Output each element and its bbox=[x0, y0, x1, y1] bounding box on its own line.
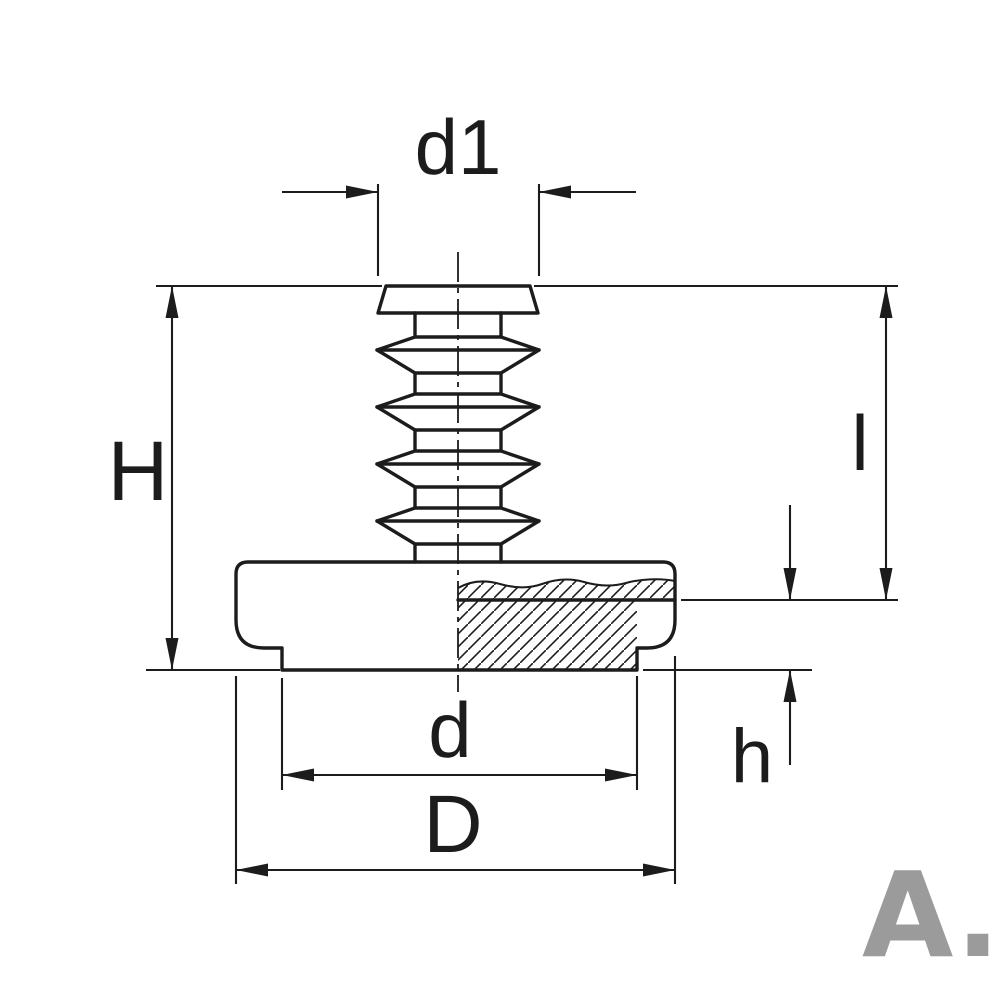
watermark-logo: A. bbox=[862, 846, 1000, 984]
arrowhead bbox=[643, 863, 675, 877]
arrowhead bbox=[879, 568, 893, 600]
dim-label-D: D bbox=[423, 779, 482, 870]
arrowhead bbox=[539, 185, 571, 199]
arrowhead bbox=[282, 768, 314, 782]
dimension-h: h bbox=[643, 505, 812, 799]
dim-label-d1: d1 bbox=[415, 103, 502, 191]
dim-label-l: l bbox=[851, 399, 868, 487]
arrowhead bbox=[165, 286, 179, 318]
arrowhead bbox=[236, 863, 268, 877]
section-hatching bbox=[458, 579, 675, 670]
dim-label-d: d bbox=[428, 686, 471, 774]
dimension-l: l bbox=[534, 284, 898, 602]
arrowhead bbox=[165, 638, 179, 670]
arrowhead bbox=[346, 185, 378, 199]
dim-label-h: h bbox=[731, 714, 773, 799]
break-out-line bbox=[457, 578, 676, 589]
arrowhead bbox=[879, 286, 893, 318]
dim-label-H: H bbox=[108, 424, 169, 518]
arrowhead bbox=[605, 768, 637, 782]
dimension-d: d bbox=[280, 676, 639, 790]
pad-section-hatch bbox=[458, 600, 637, 670]
base-flange-outline bbox=[234, 560, 677, 672]
dimension-D: D bbox=[234, 656, 677, 884]
arrowhead bbox=[783, 568, 797, 600]
arrowhead bbox=[783, 670, 797, 702]
dimension-d1: d1 bbox=[282, 103, 636, 276]
dimension-H: H bbox=[108, 284, 382, 672]
